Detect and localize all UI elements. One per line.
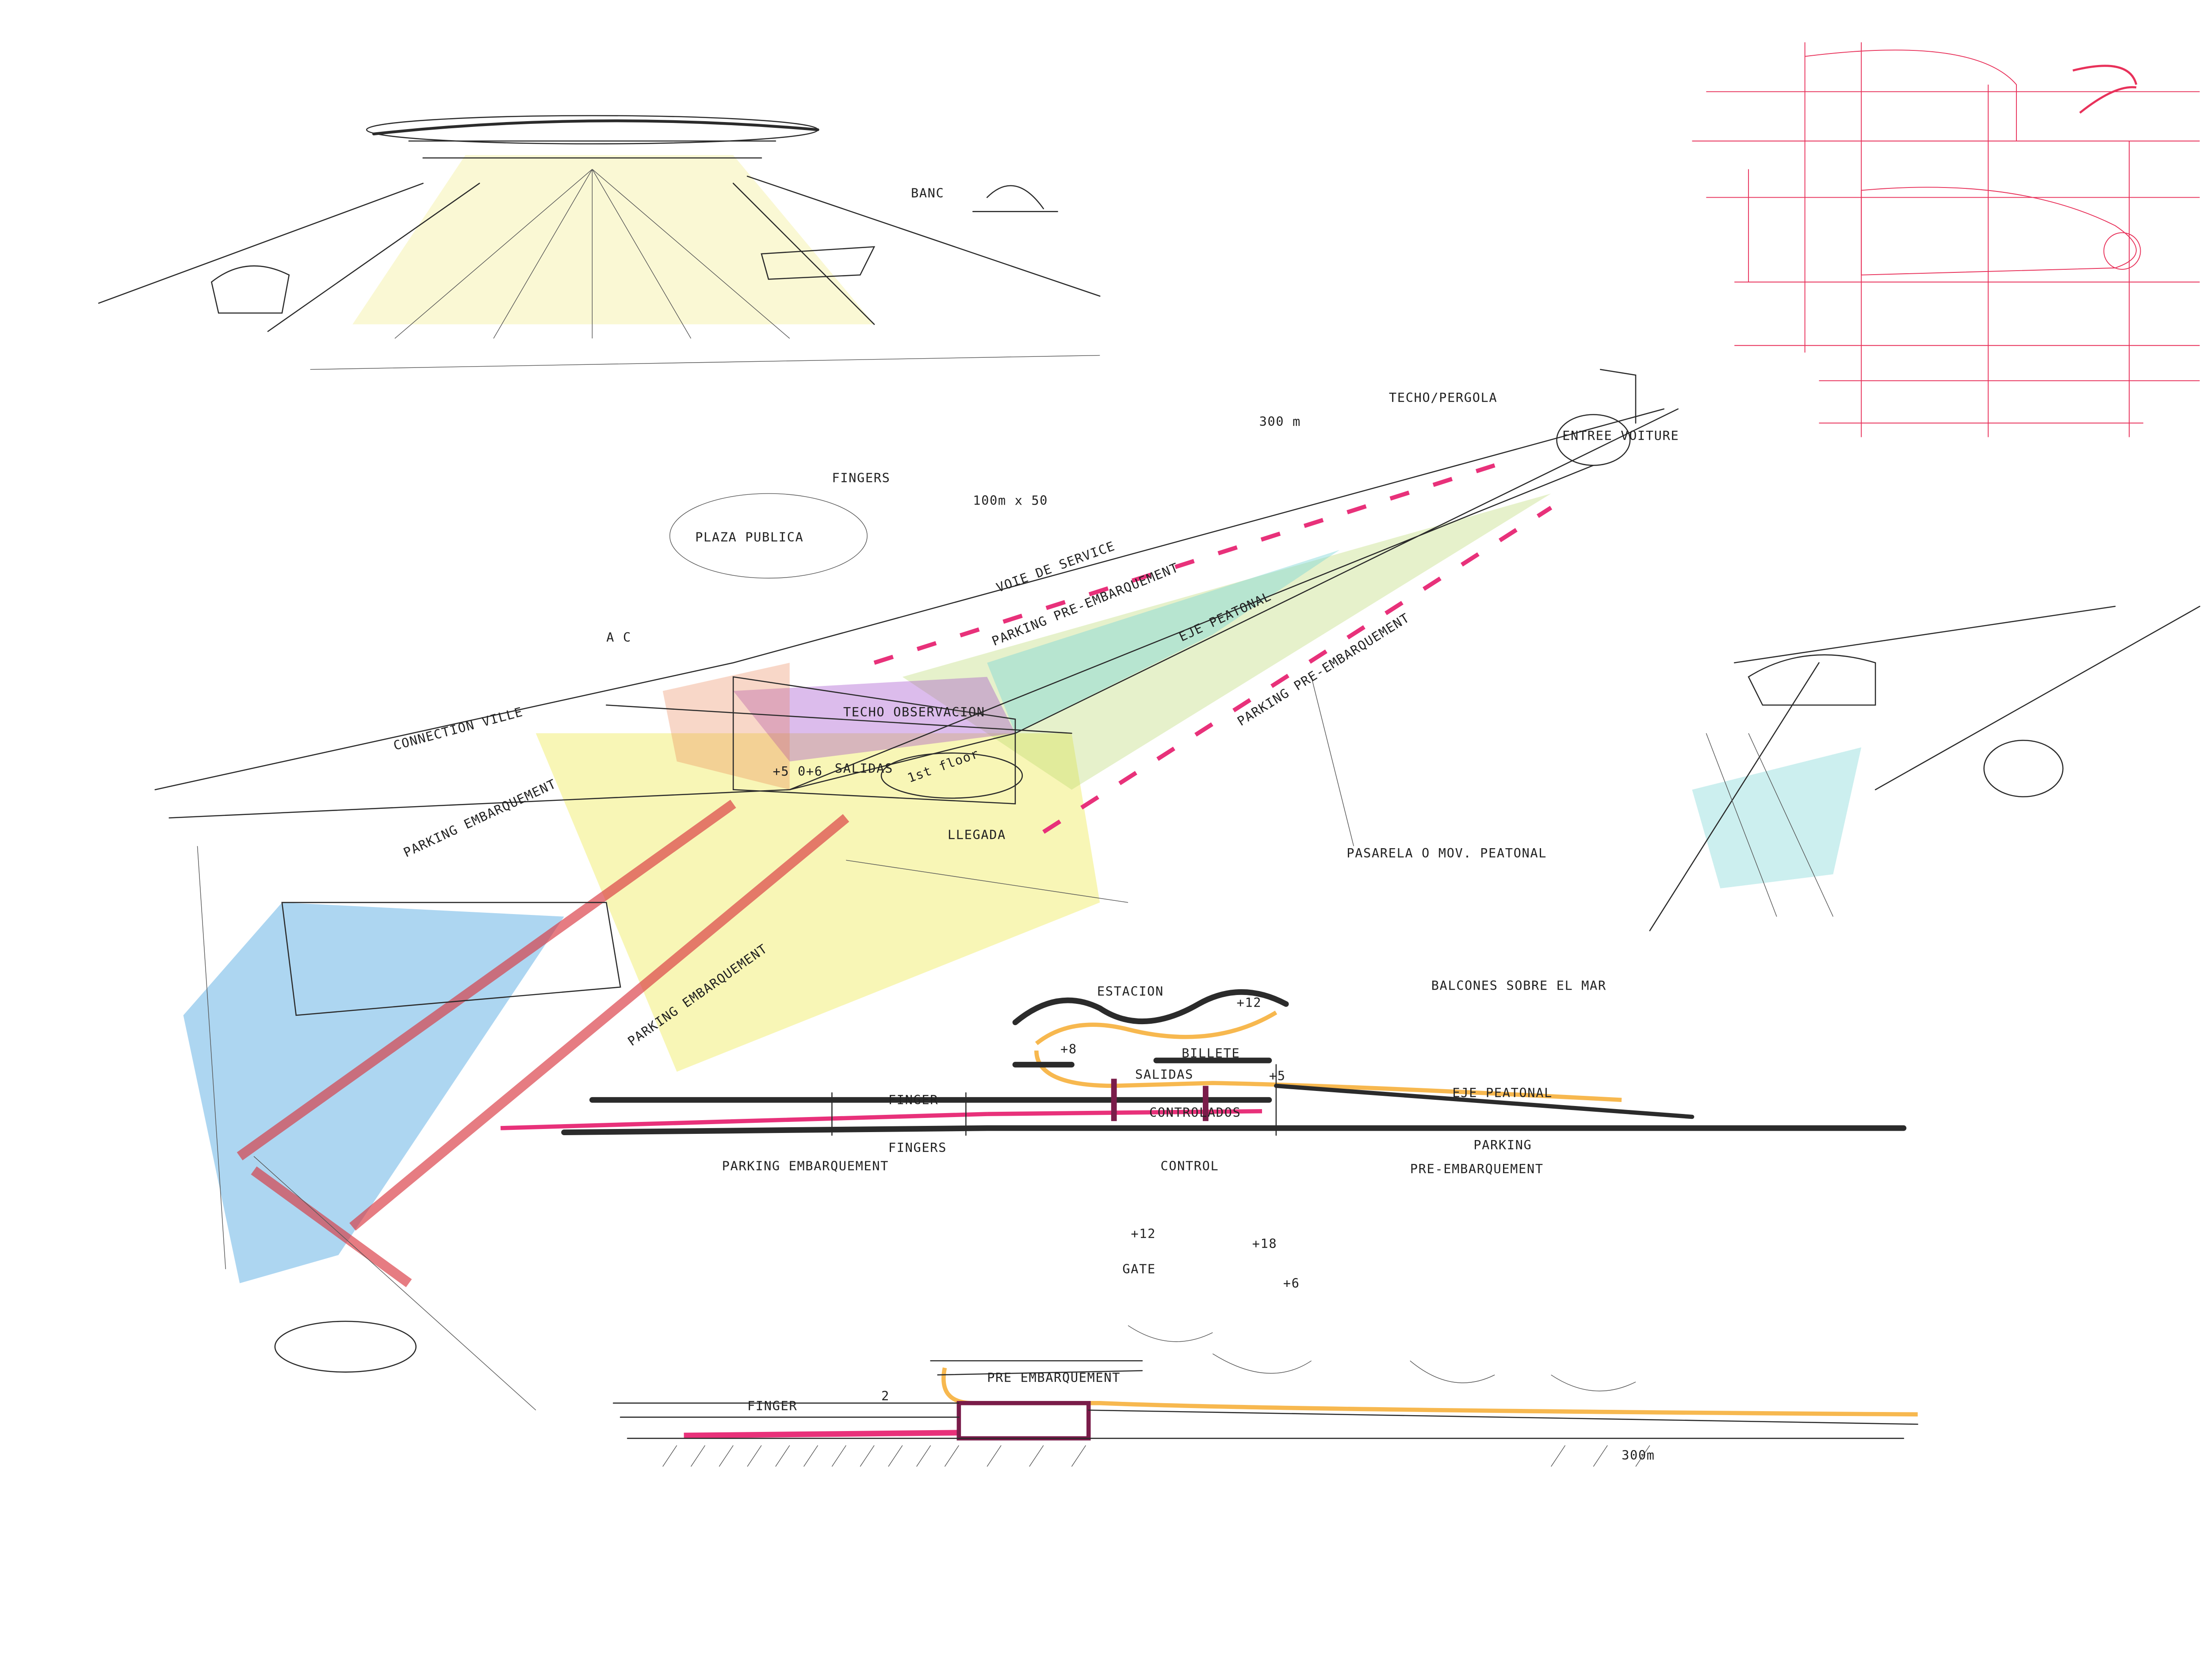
label-salidas-section: SALIDAS bbox=[1135, 1067, 1193, 1082]
label-gate: GATE bbox=[1122, 1261, 1155, 1276]
label-level-2: 2 bbox=[881, 1388, 890, 1403]
label-salidas: SALIDAS bbox=[835, 761, 893, 776]
label-entree-voiture: ENTREE VOITURE bbox=[1562, 428, 1679, 443]
label-finger-section: FINGER bbox=[888, 1092, 938, 1107]
perspective-sketch: BANC bbox=[98, 115, 1101, 370]
label-ac: A C bbox=[606, 630, 631, 645]
terminal-plan-perspective: FINGERS 100m x 50 PLAZA PUBLICA TECHO/PE… bbox=[154, 369, 1679, 1411]
label-parking-embarquement-section: PARKING EMBARQUEMENT bbox=[722, 1159, 889, 1174]
label-parking-section: PARKING bbox=[1473, 1137, 1532, 1152]
label-finger-section2: FINGER bbox=[747, 1398, 797, 1413]
label-plaza-publica: PLAZA PUBLICA bbox=[695, 529, 803, 544]
terminal-small-perspective bbox=[1649, 605, 2200, 931]
label-billete: BILLETE bbox=[1182, 1046, 1240, 1061]
label-fingers: FINGERS bbox=[832, 471, 890, 486]
label-pre-embarquement-section: PRE-EMBARQUEMENT bbox=[1410, 1161, 1544, 1176]
label-level-marks: +5 0+6 bbox=[773, 764, 822, 779]
label-plus-18: +18 bbox=[1252, 1236, 1278, 1251]
label-eje-peatonal-section: EJE PEATONAL bbox=[1452, 1085, 1552, 1100]
label-length: 300 m bbox=[1259, 414, 1301, 429]
label-estacion: ESTACION bbox=[1097, 984, 1164, 999]
label-fingers-section: FINGERS bbox=[888, 1140, 947, 1155]
label-connection-ville: CONNECTION VILLE bbox=[392, 704, 524, 753]
label-control: CONTROL bbox=[1160, 1159, 1219, 1174]
architectural-sketch-sheet: BANC FINGERS 100m x 50 PLAZA PUBLICA TEC… bbox=[98, 42, 2200, 1467]
label-techo-observacion: TECHO OBSERVACION bbox=[843, 704, 985, 719]
section-1: ESTACION +12 BALCONES SOBRE EL MAR +8 BI… bbox=[500, 978, 1907, 1176]
label-pasarela: PASARELA O MOV. PEATONAL bbox=[1346, 846, 1547, 861]
label-dimension: 100m x 50 bbox=[973, 493, 1048, 508]
label-plus-12: +12 bbox=[1237, 995, 1262, 1010]
label-techo-pergola: TECHO/PERGOLA bbox=[1389, 390, 1497, 405]
label-plus-12-section2: +12 bbox=[1131, 1226, 1156, 1241]
label-plus-8: +8 bbox=[1060, 1041, 1077, 1056]
label-plus-6: +6 bbox=[1283, 1275, 1300, 1290]
section-2: +12 +18 GATE +6 PRE EMBARQUEMENT FINGER … bbox=[612, 1226, 1919, 1467]
label-voie-de-service: VOIE DE SERVICE bbox=[994, 538, 1117, 595]
label-parking-embarquement-1: PARKING EMBARQUEMENT bbox=[401, 776, 558, 860]
label-banc: BANC bbox=[911, 185, 944, 200]
label-controlados: CONTROLADOS bbox=[1149, 1105, 1241, 1120]
label-300m: 300m bbox=[1622, 1447, 1655, 1462]
label-plus-5: +5 bbox=[1269, 1068, 1286, 1083]
red-elevation-sketch bbox=[1692, 42, 2200, 437]
label-pre-embarquement-section2: PRE EMBARQUEMENT bbox=[987, 1370, 1121, 1385]
label-llegada: LLEGADA bbox=[948, 827, 1006, 842]
label-balcones: BALCONES SOBRE EL MAR bbox=[1431, 978, 1607, 993]
